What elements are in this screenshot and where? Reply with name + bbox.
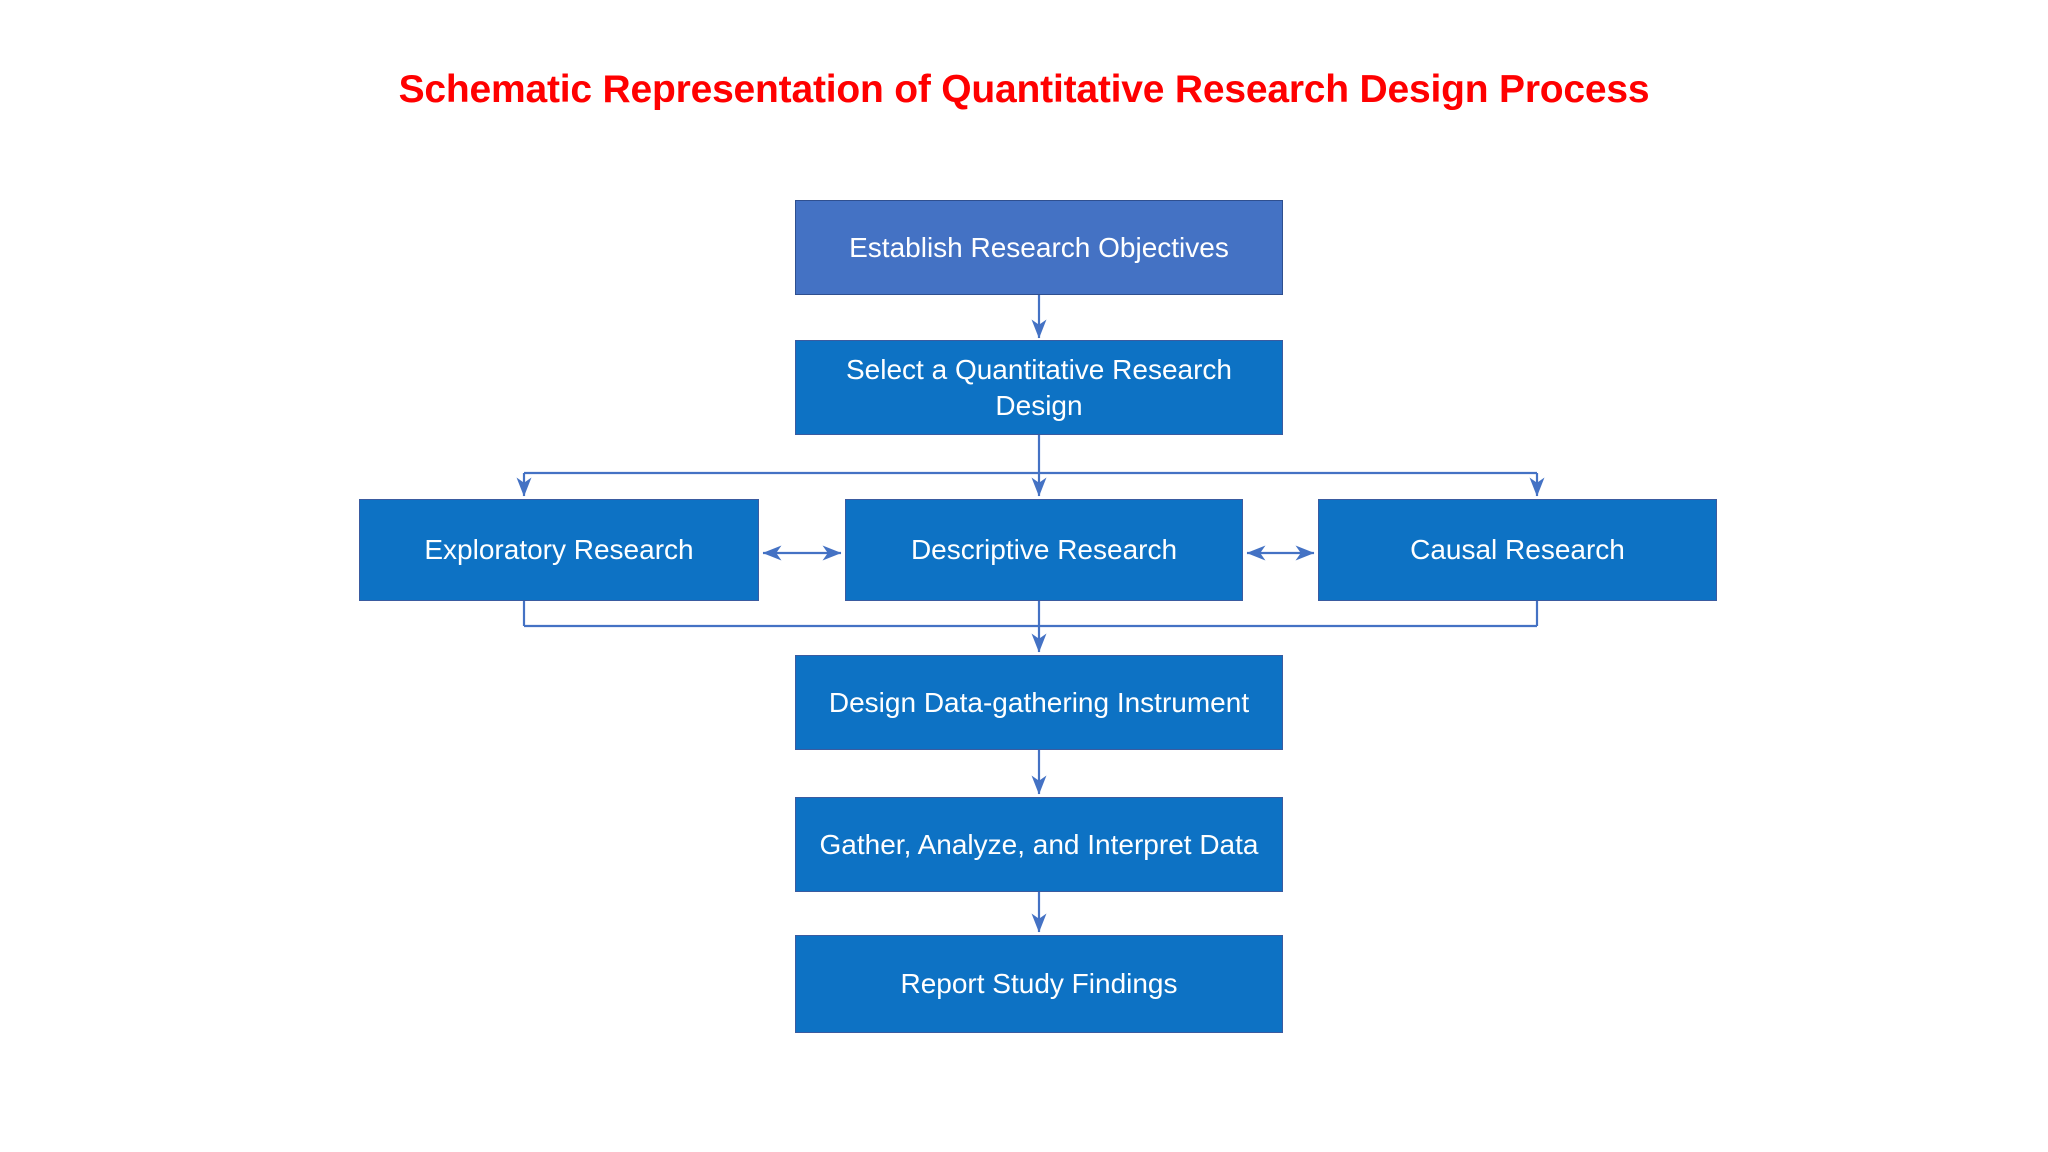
node-label-establish-research-objectives: Establish Research Objectives <box>849 231 1229 263</box>
node-label-causal-research: Causal Research <box>1410 534 1625 566</box>
node-establish-research-objectives[interactable]: Establish Research Objectives <box>795 200 1283 295</box>
node-label-design-data-gathering-instrument: Design Data-gathering Instrument <box>828 686 1250 718</box>
node-label-exploratory-research: Exploratory Research <box>424 534 694 566</box>
node-label-report-study-findings: Report Study Findings <box>900 968 1178 1000</box>
node-label-gather-analyze-interpret-data: Gather, Analyze, and Interpret Data <box>819 828 1259 860</box>
node-causal-research[interactable]: Causal Research <box>1318 499 1717 601</box>
node-report-study-findings[interactable]: Report Study Findings <box>795 935 1283 1033</box>
node-label-select-quantitative-research-design: Select a Quantitative Research Design <box>846 353 1232 421</box>
page-title: Schematic Representation of Quantitative… <box>398 68 1650 111</box>
node-design-data-gathering-instrument[interactable]: Design Data-gathering Instrument <box>795 655 1283 750</box>
node-label-descriptive-research: Descriptive Research <box>910 534 1178 566</box>
node-descriptive-research[interactable]: Descriptive Research <box>845 499 1243 601</box>
node-gather-analyze-interpret-data[interactable]: Gather, Analyze, and Interpret Data <box>795 797 1283 892</box>
node-select-quantitative-research-design[interactable]: Select a Quantitative Research Design <box>795 340 1283 435</box>
node-exploratory-research[interactable]: Exploratory Research <box>359 499 759 601</box>
